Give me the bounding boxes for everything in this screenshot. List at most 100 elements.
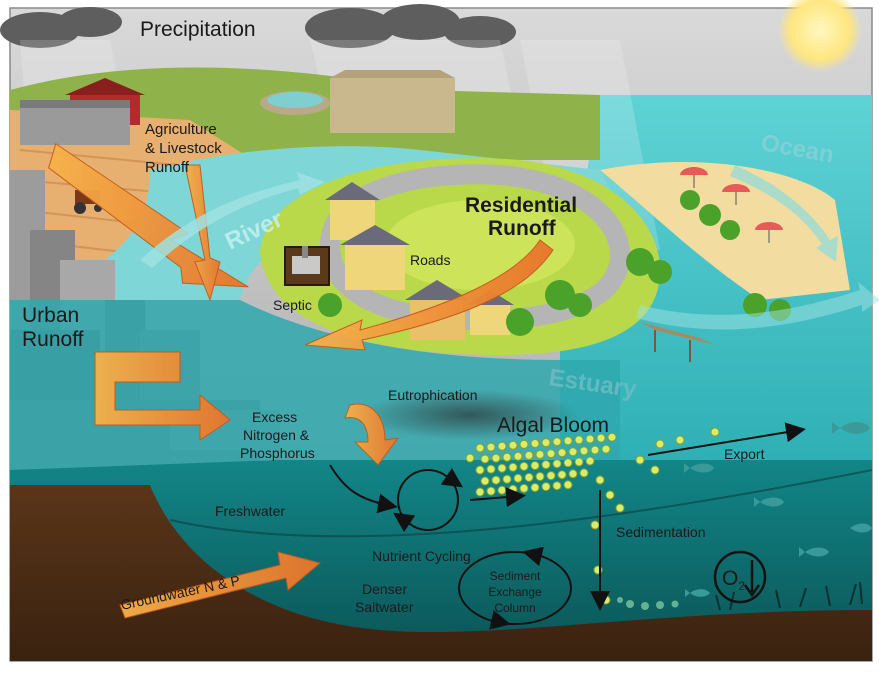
urban-label-line2: Runoff <box>22 328 84 351</box>
algae-dot <box>513 451 523 461</box>
halocline <box>169 469 873 538</box>
algae-dot <box>552 437 562 447</box>
algae-dot <box>535 450 545 459</box>
agriculture-runoff-arrow-2 <box>184 164 221 302</box>
denser-label-line2: Saltwater <box>355 599 414 615</box>
agriculture-label-line1: Agriculture <box>145 121 217 138</box>
sediment-exchange-loop <box>458 551 572 625</box>
sediment-label-line1: Sediment <box>490 569 541 583</box>
roads <box>319 164 631 331</box>
algae-dot <box>541 482 551 492</box>
algae-dot <box>519 483 529 493</box>
urban-label-line1: Urban <box>22 304 79 327</box>
fish-icon <box>684 422 872 597</box>
beach-umbrella-icon <box>680 167 783 243</box>
algae-dot <box>508 462 518 472</box>
algae-dot <box>635 455 645 465</box>
residential-label-line1: Residential <box>465 194 577 217</box>
algae-dot <box>491 453 501 463</box>
algae-dot <box>530 483 540 492</box>
export-arrow <box>647 422 806 456</box>
algae-dot <box>486 486 496 496</box>
algae-dot <box>607 432 617 442</box>
algae-dot <box>508 484 518 494</box>
sediment-label-line3: Column <box>494 601 535 615</box>
algae-dot <box>524 450 534 460</box>
algae-dot <box>530 439 540 448</box>
excess-label-line2: Nitrogen & <box>243 427 310 443</box>
algae-dot <box>650 465 660 475</box>
algae-dot <box>465 453 475 463</box>
algae-dot <box>480 476 490 486</box>
algae-dot <box>552 459 562 469</box>
algae-dot <box>519 461 529 471</box>
algae-dot <box>596 433 606 443</box>
treatment-plant-icon <box>260 70 455 133</box>
freshwater-label: Freshwater <box>215 503 285 519</box>
excess-nutrient-arrow <box>344 403 400 466</box>
algae-dot <box>585 434 595 444</box>
algae-dot <box>541 438 551 448</box>
algal-bloom-label: Algal Bloom <box>497 414 609 437</box>
algae-dot <box>497 463 507 473</box>
algae-dot <box>710 427 720 437</box>
denser-label-line1: Denser <box>362 581 407 597</box>
algae-dot <box>475 487 485 497</box>
sediment-soil <box>10 485 872 661</box>
algae-dot <box>563 436 573 446</box>
sun-icon <box>778 0 862 72</box>
nutrient-cycling-label: Nutrient Cycling <box>372 548 471 564</box>
algae-dot <box>590 445 600 455</box>
algae-dot <box>601 444 611 454</box>
algae-dot <box>508 440 518 450</box>
algae-dot <box>475 443 485 453</box>
export-label: Export <box>724 446 765 462</box>
algae-dot <box>557 448 567 458</box>
oxygen-depletion-icon <box>713 550 767 604</box>
sediment-label-line2: Exchange <box>488 585 542 599</box>
algae-dot <box>615 503 625 513</box>
roads-label: Roads <box>410 252 450 268</box>
sedimentation-label: Sedimentation <box>616 524 706 540</box>
oxygen-symbol: O2 <box>722 567 745 593</box>
groundwater-arrow <box>119 551 322 619</box>
algae-dot <box>574 435 584 445</box>
precipitation-label: Precipitation <box>140 18 256 41</box>
algae-dot <box>579 468 589 478</box>
algae-dot <box>568 469 578 479</box>
algae-dot <box>568 447 578 457</box>
barn-icon <box>20 78 145 145</box>
excess-label-line1: Excess <box>252 409 297 425</box>
algae-dot <box>552 481 562 491</box>
ocean-flow-arrow <box>730 165 838 262</box>
algae-dot <box>497 441 507 451</box>
cloud-icon <box>0 4 516 48</box>
algae-dot <box>524 472 534 482</box>
algae-dot <box>541 460 551 470</box>
eutrophication-haze <box>360 390 580 440</box>
algae-dot <box>480 454 490 464</box>
algae-dot <box>497 485 507 495</box>
septic-tank-icon <box>284 246 330 286</box>
algae-dot <box>486 464 496 474</box>
river-flow-arrow <box>140 172 325 268</box>
excess-label-line3: Phosphorus <box>240 445 315 461</box>
algae-dot <box>546 471 556 481</box>
nutrient-output-arrow <box>469 487 526 508</box>
algae-dot <box>475 465 485 475</box>
algae-dot <box>513 473 523 483</box>
algae-dot <box>557 470 567 480</box>
algae-dot <box>535 472 545 481</box>
algae-dot <box>530 461 540 470</box>
algae-dot <box>579 446 589 456</box>
sediment-particles <box>617 597 679 610</box>
urban-runoff-arrow <box>94 351 231 441</box>
algae-dot <box>675 435 685 445</box>
algal-bloom-dots <box>465 427 720 605</box>
algae-dot <box>502 452 512 462</box>
algae-dot <box>605 490 615 500</box>
algae-dot <box>585 456 595 466</box>
algae-dot <box>590 520 600 530</box>
